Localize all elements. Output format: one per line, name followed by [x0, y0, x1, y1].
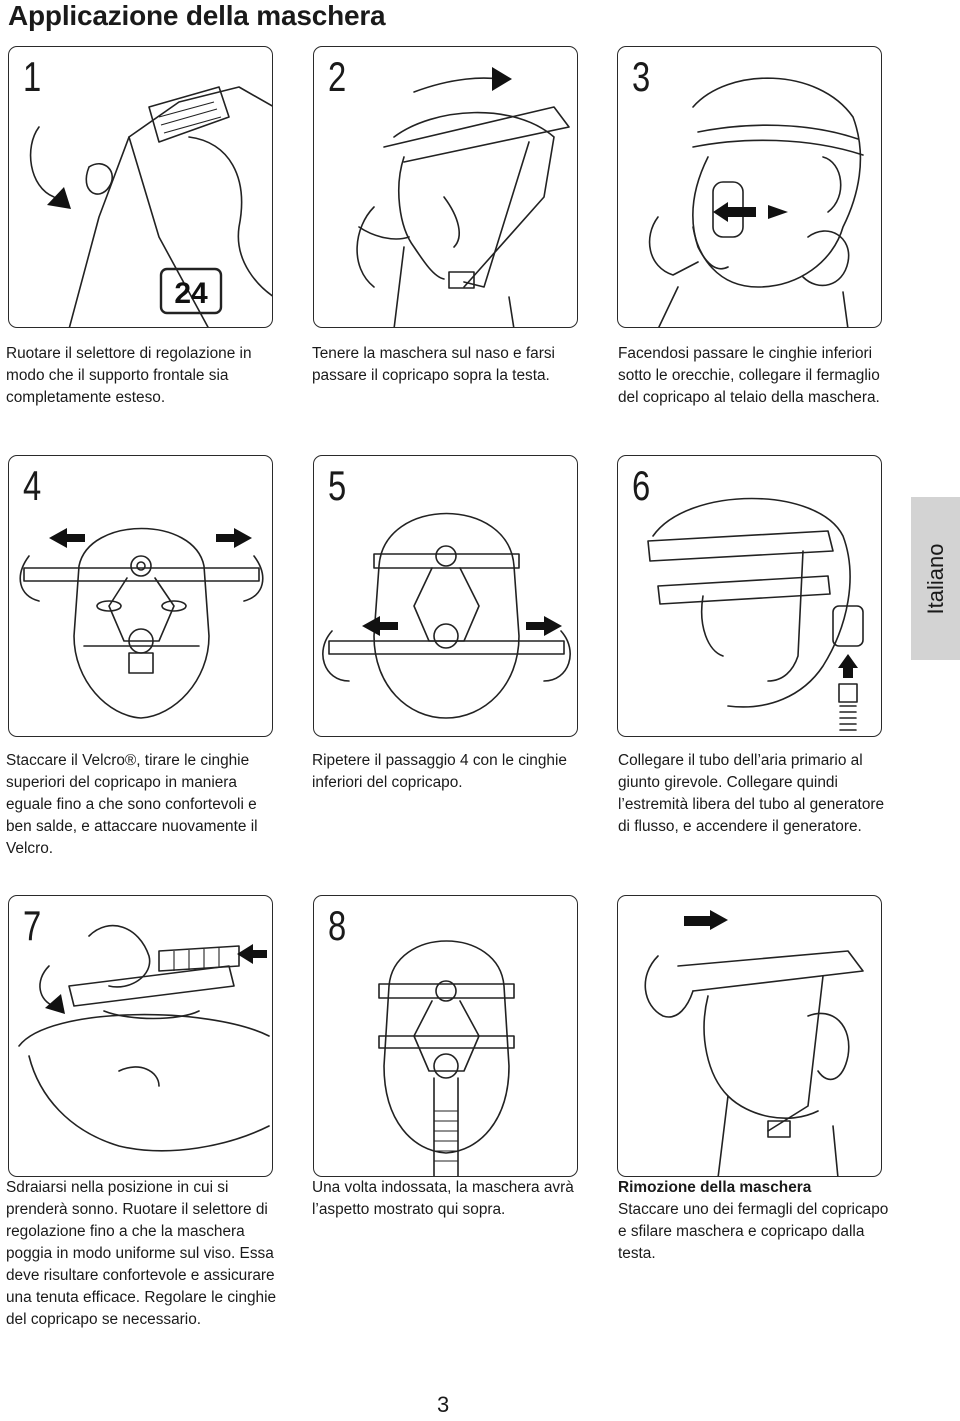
illustration-panel-2: 2 — [313, 46, 578, 328]
caption-4: Staccare il Velcro®, tirare le cinghie s… — [6, 752, 258, 857]
illustration-panel-removal — [617, 895, 882, 1177]
dial-badge-24: 24 — [174, 277, 208, 310]
illustration-adjust-dial: 24 — [29, 86, 272, 327]
illustration-panel-3: 3 — [617, 46, 882, 328]
illustration-panel-1: 1 24 — [8, 46, 273, 328]
caption-2: Tenere la maschera sul naso e farsi pass… — [312, 345, 555, 384]
caption-6: Collegare il tubo dell’aria primario al … — [618, 752, 885, 835]
illustration-panel-6: 6 — [617, 455, 882, 737]
illustration-panel-7: 7 — [8, 895, 273, 1177]
caption-3: Facendosi passare le cinghie inferiori s… — [618, 345, 880, 406]
step-number: 5 — [328, 462, 347, 509]
step-number: 8 — [328, 902, 347, 949]
caption-7: Sdraiarsi nella posizione in cui si pren… — [6, 1179, 277, 1328]
caption-1: Ruotare il selettore di regolazione in m… — [6, 345, 252, 406]
step-number: 3 — [632, 53, 651, 100]
caption-5: Ripetere il passaggio 4 con le cinghie i… — [312, 752, 567, 791]
step-number: 1 — [23, 53, 42, 100]
illustration-tighten-upper-straps — [19, 527, 264, 719]
illustration-panel-8: 8 — [313, 895, 578, 1177]
page-title: Applicazione della maschera — [8, 0, 386, 31]
page-number: 3 — [437, 1392, 450, 1417]
illustration-mask-fitted — [378, 940, 515, 1176]
removal-text: Staccare uno dei fermagli del copricapo … — [618, 1201, 889, 1262]
language-tab-label: Italiano — [922, 543, 948, 614]
illustration-panel-5: 5 — [313, 455, 578, 737]
step-number: 2 — [328, 53, 347, 100]
illustration-connect-tube — [647, 497, 864, 731]
illustration-remove-mask — [644, 910, 864, 1176]
step-number: 6 — [632, 462, 651, 509]
illustration-tighten-lower-straps — [322, 512, 571, 719]
step-number: 7 — [23, 902, 42, 949]
removal-heading: Rimozione della maschera — [618, 1179, 812, 1196]
illustration-headgear-over-head — [356, 67, 570, 327]
caption-8: Una volta indossata, la maschera avrà l’… — [312, 1179, 574, 1218]
illustration-panel-4: 4 — [8, 455, 273, 737]
illustration-attach-clip — [648, 77, 864, 327]
illustration-lying-adjust — [18, 924, 270, 1152]
caption-removal: Rimozione della maschera Staccare uno de… — [618, 1177, 893, 1265]
step-number: 4 — [23, 462, 42, 509]
language-side-tab: Italiano — [911, 497, 960, 660]
